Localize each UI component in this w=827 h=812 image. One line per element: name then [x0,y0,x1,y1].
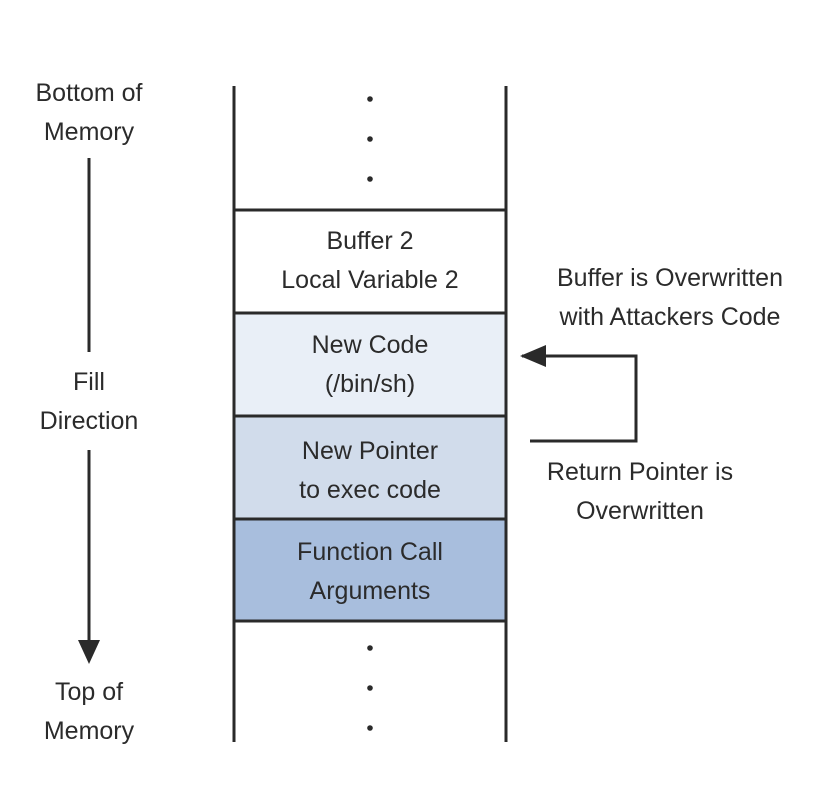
return-pointer-line-1: Return Pointer is [546,458,734,486]
ellipsis-dot [367,96,373,102]
cell-function-call-args [234,519,506,621]
new-code-label: New Code (/bin/sh) [312,326,429,404]
ellipsis-dot [367,685,373,691]
bottom-of-memory-label: Bottom of Memory [36,74,143,152]
top-of-memory-label: Top of Memory [44,673,134,751]
buffer-2-line-2: Local Variable 2 [281,266,459,294]
function-call-args-line-1: Function Call [297,538,443,566]
ellipsis-dot [367,176,373,182]
overwrite-arrowhead [520,345,546,367]
new-code-line-1: New Code [311,331,429,359]
cell-new-code [234,313,506,416]
new-pointer-line-2: to exec code [299,476,441,504]
bottom-of-memory-line-2: Memory [43,118,135,146]
ellipsis-dot [367,645,373,651]
buffer-overwritten-annotation: Buffer is Overwritten with Attackers Cod… [557,259,783,337]
new-code-line-2: (/bin/sh) [324,370,416,398]
fill-direction-label: Fill Direction [40,363,139,441]
top-of-memory-line-2: Memory [43,717,135,745]
new-pointer-line-1: New Pointer [301,437,439,465]
return-pointer-line-2: Overwritten [576,497,704,525]
overwrite-arrow [522,354,638,443]
buffer-2-label: Buffer 2 Local Variable 2 [281,222,458,300]
cell-new-pointer [234,416,506,519]
fill-direction-arrowhead [78,640,100,664]
function-call-args-line-2: Arguments [309,577,431,605]
cell-buffer-2 [234,210,506,313]
function-call-args-label: Function Call Arguments [297,533,443,611]
return-pointer-annotation: Return Pointer is Overwritten [547,453,733,531]
buffer-overwritten-line-2: with Attackers Code [559,303,781,331]
buffer-2-line-1: Buffer 2 [326,227,414,255]
bottom-of-memory-line-1: Bottom of [35,79,143,107]
fill-direction-line-2: Direction [39,407,139,435]
ellipsis-dot [367,136,373,142]
new-pointer-label: New Pointer to exec code [299,432,441,510]
ellipsis-dot [367,725,373,731]
top-of-memory-line-1: Top of [54,678,124,706]
buffer-overwritten-line-1: Buffer is Overwritten [556,264,784,292]
fill-direction-line-1: Fill [73,368,105,396]
